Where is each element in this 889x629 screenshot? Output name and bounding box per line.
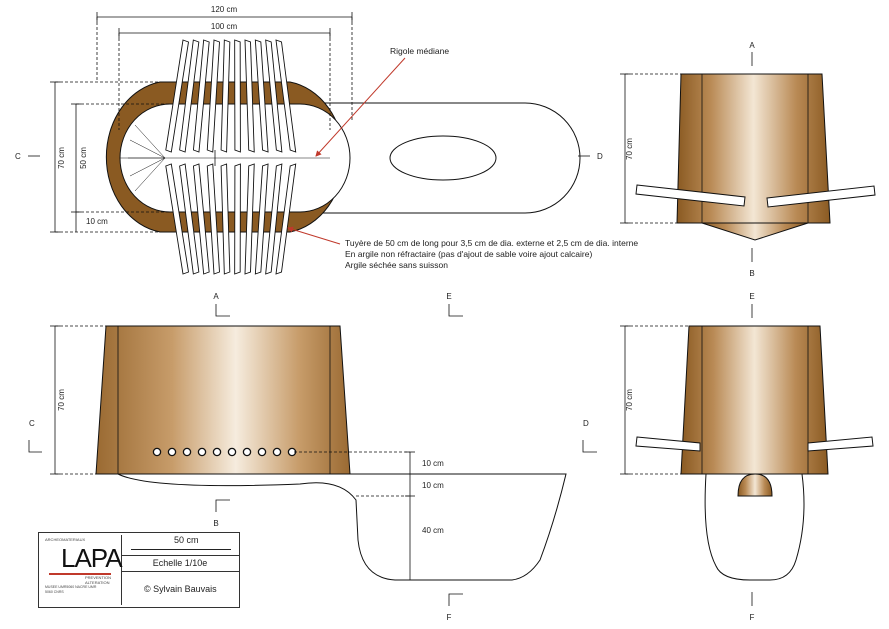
tuyere-blade [234, 163, 241, 275]
tuyere-hole [152, 447, 162, 457]
tuyere-hole [197, 447, 207, 457]
tapping-pit [389, 135, 497, 181]
tuyere-hole [167, 447, 177, 457]
tuyere-blade [254, 163, 269, 275]
dim-40-cd: 40 cm [422, 526, 444, 535]
tuyere-blade [265, 39, 283, 153]
tapping-pit-section [704, 473, 805, 581]
section-f-right: F [750, 613, 755, 622]
section-a-mid: A [213, 292, 219, 301]
tuyere-left-ef [635, 436, 701, 452]
dim-50-plan: 50 cm [79, 147, 88, 169]
dim-70-cd: 70 cm [57, 389, 66, 411]
tuyere-blade [254, 39, 269, 153]
tuyere-blades-bottom [165, 163, 297, 275]
tuyere-hole [257, 447, 267, 457]
section-ab-base [701, 222, 809, 241]
tuyere-fan [128, 124, 166, 192]
tuyere-hole [212, 447, 222, 457]
section-e-mid: E [446, 292, 451, 301]
tuyere-blade [275, 163, 297, 275]
section-f-mid: F [447, 613, 452, 622]
section-e-right: E [749, 292, 754, 301]
slag-plug [737, 473, 773, 497]
tuyere-hole [227, 447, 237, 457]
tuyere-blade [179, 163, 200, 275]
section-c-plan: C [15, 152, 21, 161]
scale-ratio: Echelle 1/10e [121, 555, 239, 572]
section-c-mid: C [29, 419, 35, 428]
tuyere-blade [234, 39, 241, 153]
logo-small-top: ARCHEOMATERIAUX [45, 537, 86, 542]
logo-text: LAPA [61, 543, 123, 573]
tuyere-blade [179, 39, 200, 153]
section-ef-body [680, 325, 829, 475]
note-tuyere-line1: Tuyère de 50 cm de long pour 3,5 cm de d… [345, 238, 638, 248]
section-d-plan: D [597, 152, 603, 161]
tuyere-hole [242, 447, 252, 457]
section-ef-view: E 70 cm F [620, 292, 874, 622]
tuyere-blade [192, 163, 210, 275]
section-a-top: A [749, 41, 755, 50]
tuyere-left-ab [635, 184, 746, 207]
dim-10-plan: 10 cm [86, 217, 108, 226]
tuyere-blade [206, 39, 220, 153]
section-cd-view: A E 70 cm 10 cm 10 cm 40 cm C D [28, 292, 597, 622]
tuyere-blade [244, 39, 255, 153]
dim-70-ef: 70 cm [625, 389, 634, 411]
section-b-mid: B [213, 519, 218, 528]
tuyere-right-ef [807, 436, 874, 452]
section-d-mid: D [583, 419, 589, 428]
logo-small-right: PREVENTION ALTERATION [85, 575, 112, 585]
dim-70-ab: 70 cm [625, 138, 634, 160]
tuyere-blade [220, 163, 231, 275]
tuyere-blade [206, 163, 220, 275]
tuyere-blades-top [165, 39, 297, 153]
title-block: ARCHEOMATERIAUX LAPA PREVENTION ALTERATI… [38, 532, 240, 608]
tuyere-blade [265, 163, 283, 275]
note-tuyere-line3: Argile séchée sans suisson [345, 260, 448, 270]
tuyere-hole [182, 447, 192, 457]
tuyere-blade [244, 163, 255, 275]
tapping-channel-section [117, 473, 567, 581]
tuyere-blade [220, 39, 231, 153]
dim-70-plan: 70 cm [57, 147, 66, 169]
dim-10-cd-a: 10 cm [422, 459, 444, 468]
tuyere-blade [275, 39, 297, 153]
label-rigole-mediane: Rigole médiane [390, 46, 449, 56]
note-tuyere-line2: En argile non réfractaire (pas d'ajout d… [345, 249, 592, 259]
tuyere-hole [272, 447, 282, 457]
author-credit: © Sylvain Bauvais [144, 584, 217, 594]
section-ab-view: A 70 cm B [620, 41, 876, 278]
tuyere-blade [165, 163, 190, 275]
tuyere-blade [165, 39, 190, 153]
tuyere-right-ab [766, 185, 876, 208]
logo-bottom: MUSEE UMR5060 NACRE UMR 5060 CNRS [45, 585, 97, 594]
dim-100: 100 cm [211, 22, 238, 31]
section-b-top: B [749, 269, 754, 278]
lapa-logo: ARCHEOMATERIAUX LAPA PREVENTION ALTERATI… [41, 535, 123, 605]
dim-120: 120 cm [211, 5, 238, 14]
tuyere-blade [192, 39, 210, 153]
scale-length: 50 cm [174, 535, 199, 545]
plan-view: 120 cm 100 cm 70 cm 50 cm 10 cm C D Rigo… [15, 5, 638, 275]
dim-10-cd-b: 10 cm [422, 481, 444, 490]
logo-bar [49, 573, 111, 575]
scale-bar [131, 549, 231, 550]
